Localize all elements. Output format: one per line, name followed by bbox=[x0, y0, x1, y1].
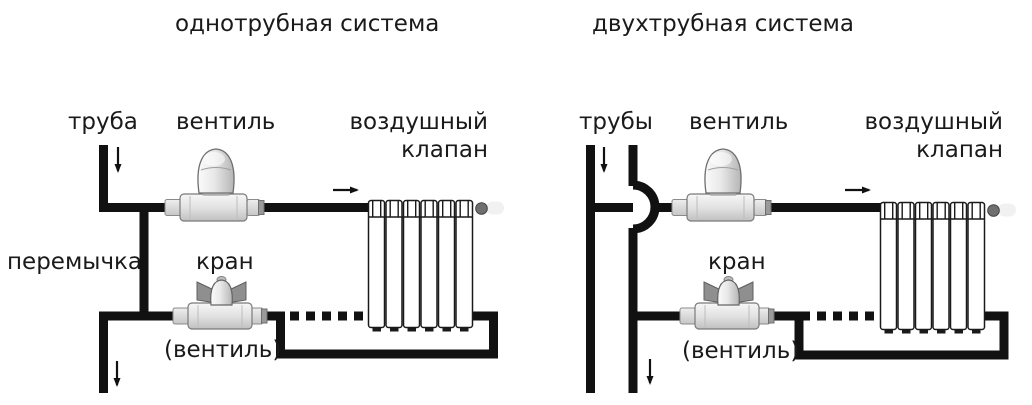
label-tap-left: кран bbox=[196, 249, 254, 275]
title-one-pipe-system: однотрубная система bbox=[175, 11, 440, 37]
label-air-valve-right-line1: воздушный bbox=[864, 109, 1003, 135]
label-air-valve-right-line2: клапан bbox=[916, 137, 1003, 163]
ball-tap-icon bbox=[679, 275, 775, 330]
thermostatic-valve-icon bbox=[671, 148, 772, 222]
one-pipe-system-drawing bbox=[99, 145, 498, 393]
label-tap-alt-left: (вентиль) bbox=[164, 337, 282, 363]
flow-arrows bbox=[113, 147, 871, 387]
return-loop-pipe bbox=[765, 311, 1009, 360]
label-valve-right: вентиль bbox=[689, 109, 789, 135]
two-pipe-system-drawing bbox=[586, 145, 1009, 393]
label-tap-alt-right: (вентиль) bbox=[682, 338, 800, 364]
ball-tap-icon bbox=[172, 275, 268, 330]
title-two-pipe-system: двухтрубная система bbox=[592, 11, 854, 37]
supply-pipe bbox=[99, 145, 168, 212]
label-bypass: перемычка bbox=[7, 249, 143, 275]
pipe-crossing-hop bbox=[632, 180, 660, 234]
label-pipes: трубы bbox=[579, 109, 653, 135]
label-tap-right: кран bbox=[708, 249, 766, 275]
label-valve-left: вентиль bbox=[176, 109, 276, 135]
thermostatic-valve-icon bbox=[164, 148, 265, 222]
label-pipe: труба bbox=[68, 109, 138, 135]
label-air-valve-left-line2: клапан bbox=[401, 137, 488, 163]
label-air-valve-left-line1: воздушный bbox=[349, 109, 488, 135]
return-loop-pipe bbox=[258, 311, 498, 359]
